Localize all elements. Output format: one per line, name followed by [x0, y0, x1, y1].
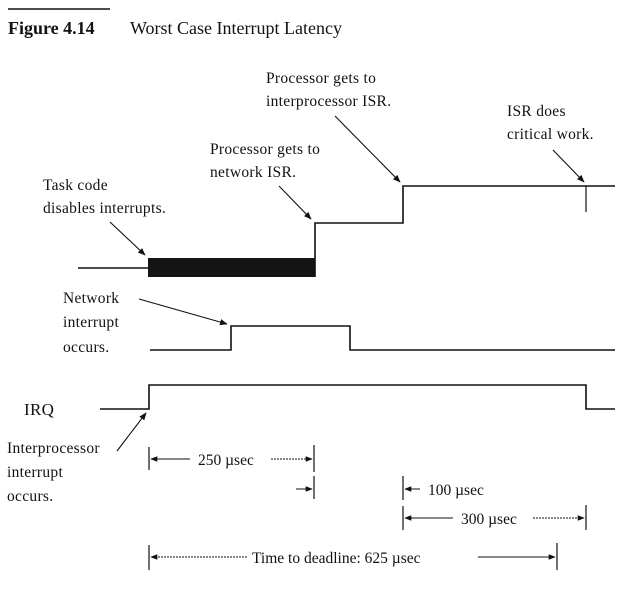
- critical-work-arrow: [552, 149, 585, 183]
- dimension-100: 100 µsec: [402, 476, 484, 500]
- dimension-deadline: Time to deadline: 625 µsec: [148, 543, 558, 570]
- dim-250-label: 250 µsec: [198, 452, 254, 469]
- task-code-arrow: [109, 221, 146, 256]
- interprocessor-interrupt-arrow: [116, 412, 147, 452]
- interprocessor-isr-label-line2: interprocessor ISR.: [266, 93, 391, 110]
- critical-work-label-line2: critical work.: [507, 126, 594, 143]
- interprocessor-interrupt-label-line1: Interprocessor: [7, 440, 100, 457]
- network-interrupt-label-line1: Network: [63, 290, 119, 307]
- dim-100-label: 100 µsec: [428, 482, 484, 499]
- network-interrupt-trace: [150, 325, 615, 351]
- dimension-gap: [296, 476, 315, 499]
- figure-number: Figure 4.14: [8, 18, 95, 38]
- interprocessor-interrupt-label-line2: interrupt: [7, 464, 63, 481]
- irq-trace: [100, 384, 615, 410]
- processor-isr-steps: [314, 185, 615, 277]
- figure-label: Figure 4.14: [8, 18, 95, 38]
- dimension-300: 300 µsec: [402, 505, 587, 530]
- network-isr-arrow: [278, 185, 312, 220]
- interrupts-disabled-bar: [148, 258, 315, 277]
- dim-deadline-label: Time to deadline: 625 µsec: [252, 550, 421, 567]
- dimension-250: 250 µsec: [148, 445, 315, 472]
- critical-work-label-line1: ISR does: [507, 103, 566, 120]
- figure-title: Worst Case Interrupt Latency: [130, 18, 342, 38]
- processor-trace: [78, 185, 615, 277]
- network-interrupt-label-line3: occurs.: [63, 339, 109, 356]
- irq-label: IRQ: [24, 400, 54, 419]
- network-isr-label-line2: network ISR.: [210, 164, 296, 181]
- network-isr-label-line1: Processor gets to: [210, 141, 320, 158]
- task-code-label-line2: disables interrupts.: [43, 200, 166, 217]
- interprocessor-isr-arrow: [334, 115, 401, 183]
- dim-300-label: 300 µsec: [461, 511, 517, 528]
- interprocessor-interrupt-label-line3: occurs.: [7, 488, 53, 505]
- network-interrupt-arrow: [138, 298, 228, 326]
- interprocessor-isr-label-line1: Processor gets to: [266, 70, 376, 87]
- task-code-label-line1: Task code: [43, 177, 108, 194]
- network-interrupt-label-line2: interrupt: [63, 314, 119, 331]
